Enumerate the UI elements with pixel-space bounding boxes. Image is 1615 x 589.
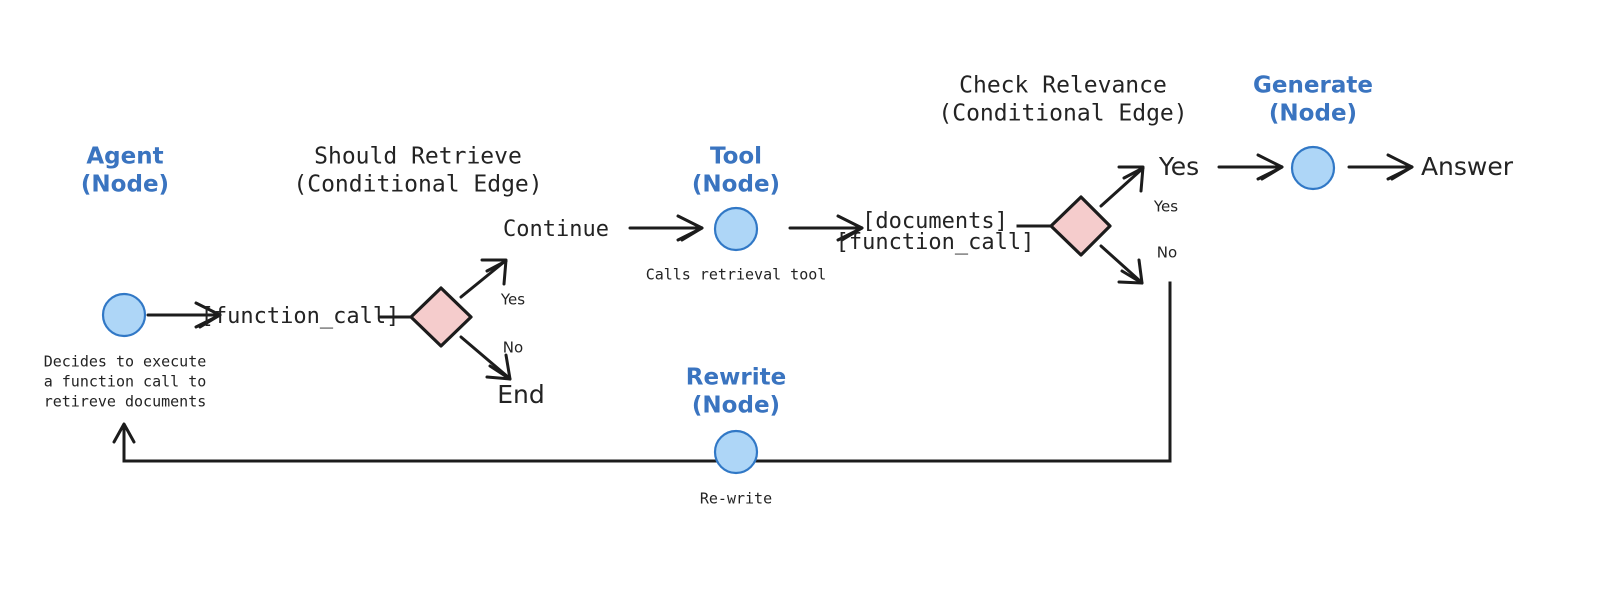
should-retrieve-title: Should Retrieve (314, 144, 522, 170)
should-retrieve-yes-arrow (459, 258, 508, 299)
answer-label: Answer (1421, 152, 1514, 181)
rewrite-title: Rewrite (686, 365, 786, 391)
should-retrieve-no-arrow (459, 335, 512, 381)
yes-big-label: Yes (1158, 152, 1199, 181)
rewrite-node-group: Rewrite (Node) Re-write (686, 365, 786, 508)
agent-title: Agent (86, 144, 163, 170)
should-retrieve-diamond[interactable] (409, 286, 473, 348)
end-label: End (497, 380, 545, 409)
check-relevance-title-sub: (Conditional Edge) (938, 101, 1187, 127)
tool-to-documents-arrow (788, 214, 864, 242)
check-relevance-diamond[interactable] (1049, 195, 1112, 257)
agent-caption-line-1: Decides to execute (44, 353, 207, 371)
agent-title-sub: (Node) (81, 172, 169, 198)
generate-node-group: Generate (Node) (1253, 73, 1373, 191)
check-relevance-yes-arrow (1099, 165, 1145, 208)
check-relevance-title: Check Relevance (959, 73, 1167, 99)
documents-function-call-label: [function_call] (836, 230, 1035, 255)
agent-caption-line-3: retireve documents (44, 393, 207, 411)
should-retrieve-yes-label: Yes (500, 291, 525, 309)
documents-label: [documents] (862, 209, 1008, 234)
rewrite-caption: Re-write (700, 490, 772, 508)
feedback-loop-path (112, 281, 1172, 463)
continue-label: Continue (503, 217, 609, 242)
check-relevance-group: Check Relevance (Conditional Edge) (938, 73, 1188, 257)
agent-caption-line-2: a function call to (44, 373, 207, 391)
check-relevance-yes-label: Yes (1153, 198, 1178, 216)
tool-node-group: Tool (Node) Calls retrieval tool (646, 144, 827, 284)
agent-to-function-call-arrow (146, 301, 222, 329)
agent-node-group: Agent (Node) Decides to execute a functi… (44, 144, 207, 411)
generate-to-answer-arrow (1347, 153, 1414, 181)
rewrite-title-sub: (Node) (692, 393, 780, 419)
agent-node-circle[interactable] (101, 292, 147, 338)
tool-node-circle[interactable] (713, 206, 759, 252)
generate-title: Generate (1253, 73, 1373, 99)
check-relevance-no-arrow (1099, 244, 1144, 285)
tool-title: Tool (710, 144, 762, 170)
tool-title-sub: (Node) (692, 172, 780, 198)
generate-node-circle[interactable] (1290, 145, 1336, 191)
generate-title-sub: (Node) (1269, 101, 1357, 127)
should-retrieve-title-sub: (Conditional Edge) (293, 172, 542, 198)
should-retrieve-no-label: No (503, 339, 523, 357)
check-relevance-no-label: No (1157, 244, 1177, 262)
should-retrieve-group: Should Retrieve (Conditional Edge) (293, 144, 543, 348)
continue-to-tool-arrow (628, 214, 704, 242)
tool-caption: Calls retrieval tool (646, 266, 827, 284)
rewrite-node-circle[interactable] (713, 429, 759, 475)
function-call-label: [function_call] (201, 304, 400, 329)
yes-to-generate-arrow (1217, 153, 1284, 181)
